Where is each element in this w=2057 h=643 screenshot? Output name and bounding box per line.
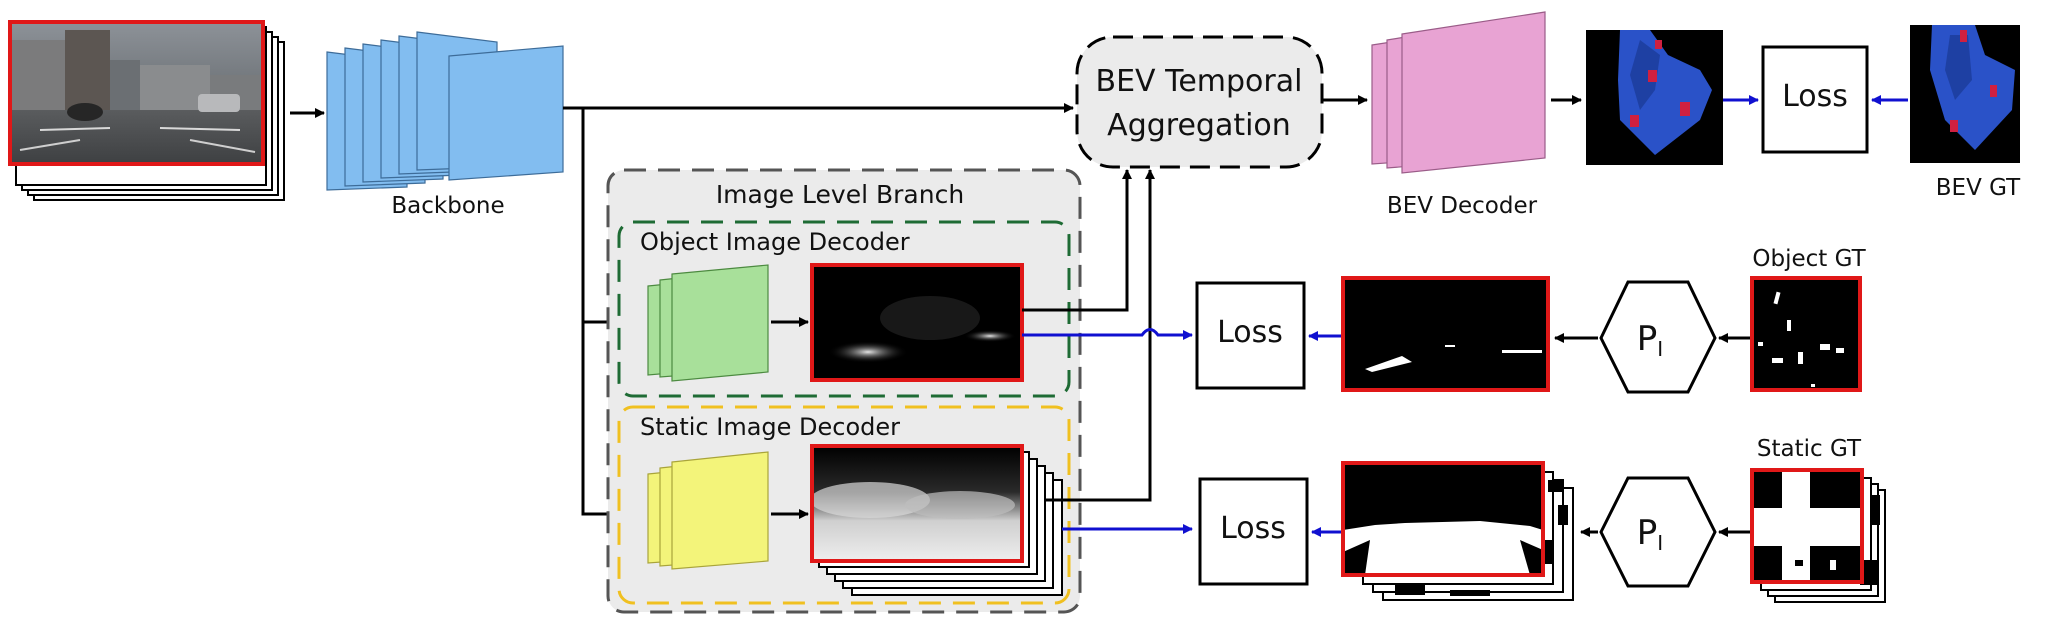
object-gt-map: [1750, 276, 1862, 392]
supervision-arrows-image: [1022, 328, 1193, 534]
static-gt-label: Static GT: [1757, 436, 1862, 462]
static-projection-symbol: PI: [1637, 513, 1663, 555]
input-camera-stack: [8, 20, 285, 201]
static-loss-box: [1198, 477, 1309, 586]
object-image-decoder-label: Object Image Decoder: [640, 228, 910, 256]
hexagon-icon: [1599, 280, 1717, 394]
static-decoder-block: [647, 451, 769, 570]
object-decoder-block: [647, 264, 769, 382]
object-prediction-map: [810, 263, 1024, 382]
bev-gt-label: BEV GT: [1936, 175, 2021, 201]
static-gt-stack: [1750, 468, 1886, 603]
image-branch-to-bev-connectors: [1022, 169, 1155, 502]
object-gt-label: Object GT: [1752, 246, 1866, 272]
object-projected-gt: [1341, 276, 1550, 392]
object-projection-hexagon: PI: [1599, 280, 1717, 394]
object-loss-label: Loss: [1217, 315, 1283, 350]
static-gt-map: [1750, 468, 1864, 584]
bev-temporal-aggregation-label-1: BEV Temporal: [1096, 64, 1303, 99]
bev-temporal-aggregation-box: [1075, 35, 1324, 169]
static-projected-gt: [1341, 461, 1545, 577]
bev-decoder-label: BEV Decoder: [1387, 193, 1538, 219]
image-level-branch-title: Image Level Branch: [716, 180, 964, 209]
object-loss-box: [1195, 281, 1306, 390]
static-prediction-stack: [810, 444, 1063, 596]
input-camera-image: [10, 22, 263, 164]
static-loss-label: Loss: [1220, 511, 1286, 546]
bev-gt-map: [1910, 25, 2020, 163]
static-projection-hexagon: PI: [1599, 476, 1717, 588]
bev-loss-box: [1761, 45, 1869, 154]
bev-temporal-aggregation-label-2: Aggregation: [1107, 108, 1291, 143]
bev-prediction-map: [1586, 30, 1723, 165]
static-projected-gt-stack: [1341, 461, 1574, 601]
hexagon-icon: [1599, 476, 1717, 588]
backbone-block: [326, 31, 564, 191]
backbone-label: Backbone: [391, 193, 504, 219]
static-image-decoder-label: Static Image Decoder: [640, 413, 900, 441]
bev-loss-label: Loss: [1782, 79, 1848, 114]
bev-decoder-block: [1371, 11, 1546, 174]
object-projection-symbol: PI: [1637, 319, 1663, 361]
